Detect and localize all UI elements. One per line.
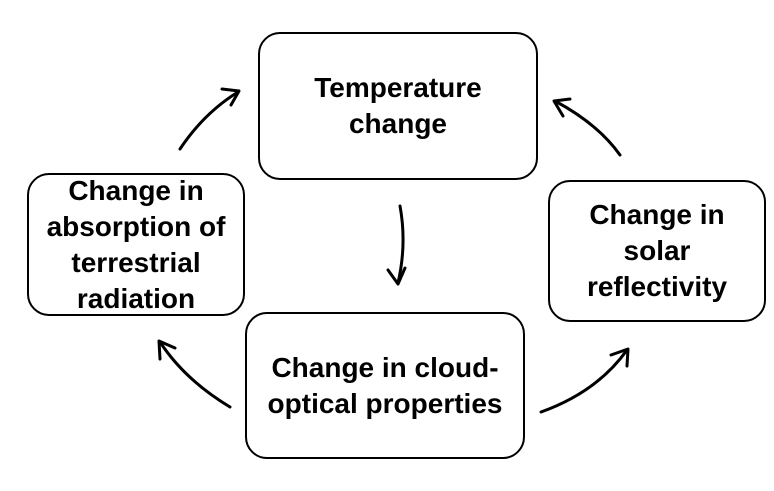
node-text-line: radiation	[76, 282, 196, 314]
node-text-line: terrestrial	[71, 246, 201, 278]
arrow-temperature-to-cloud	[386, 204, 407, 286]
node-text-line: reflectivity	[586, 271, 728, 302]
node-solar-reflectivity: Change in solar reflectivity	[548, 180, 766, 322]
arrow-absorption-to-temperature	[178, 87, 241, 151]
node-text-line: Change in	[589, 199, 725, 230]
node-cloud-optical-label: Change in cloud- optical properties	[268, 350, 503, 422]
node-absorption-label: Change in absorption of terrestrial radi…	[47, 173, 226, 317]
node-solar-reflectivity-label: Change in solar reflectivity	[587, 197, 727, 305]
node-text-line: Change in	[68, 174, 204, 206]
node-text-line: Temperature	[314, 72, 482, 103]
node-text-line: absorption of	[46, 210, 226, 242]
node-cloud-optical-properties: Change in cloud- optical properties	[245, 312, 525, 459]
arrow-cloud-to-absorption	[157, 339, 232, 409]
node-text-line: Change in cloud-	[271, 351, 499, 383]
node-text-line: change	[348, 108, 447, 139]
node-text-line: solar	[623, 235, 691, 266]
node-absorption-terrestrial-radiation: Change in absorption of terrestrial radi…	[27, 173, 245, 316]
node-temperature-change-label: Temperature change	[314, 70, 482, 142]
node-text-line: optical properties	[267, 387, 503, 419]
arrow-solar-to-temperature	[552, 97, 622, 157]
arrow-cloud-to-solar	[539, 347, 630, 414]
node-temperature-change: Temperature change	[258, 32, 538, 180]
